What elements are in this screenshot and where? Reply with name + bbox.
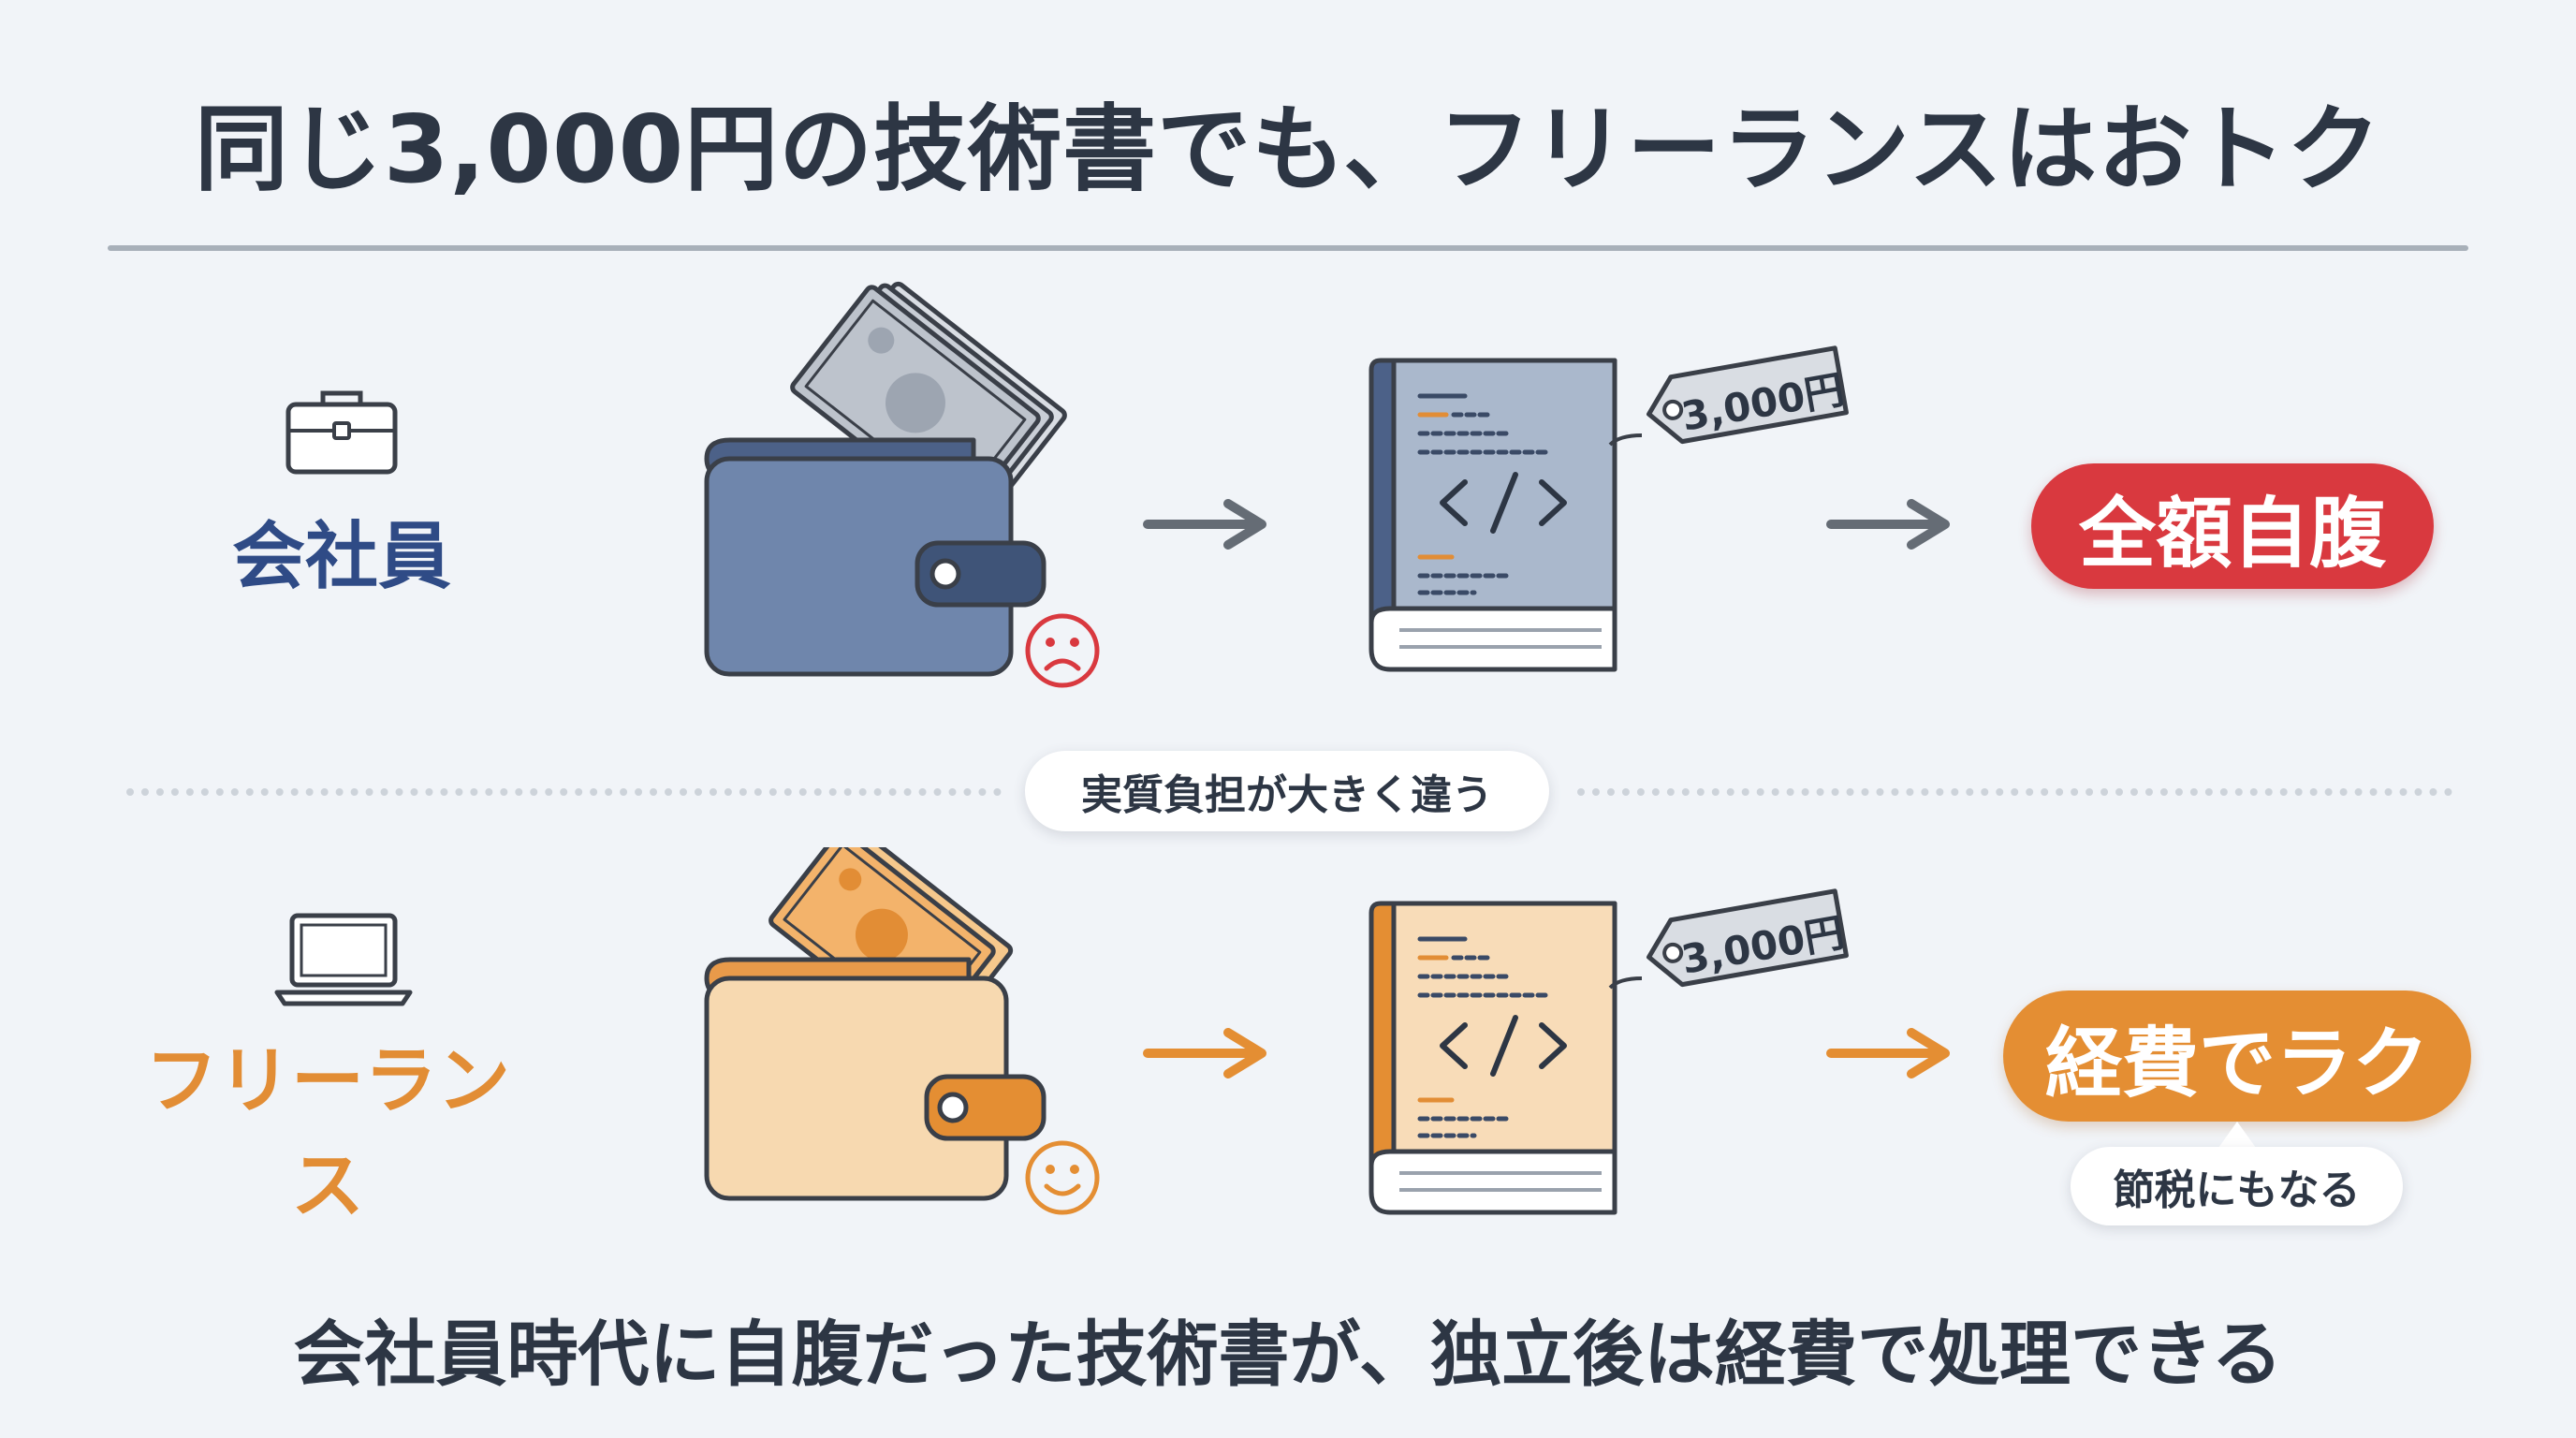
comparison-label: 実質負担が大きく違う (1025, 751, 1549, 831)
role-label-employee: 会社員 (231, 515, 451, 599)
smiley-face-icon (1025, 1140, 1100, 1215)
summary-caption: 会社員時代に自腹だった技術書が、独立後は経費で処理できる (293, 1313, 2283, 1396)
wallet-with-cash-icon (704, 847, 1046, 1201)
laptop-icon (274, 913, 413, 1006)
sad-face-icon (1025, 613, 1100, 688)
dotted-divider-right (1577, 788, 2452, 796)
callout-pointer (2218, 1122, 2256, 1148)
arrow-right-icon (1826, 1028, 1950, 1078)
price-tag-icon (1608, 345, 1849, 447)
dotted-divider-left (126, 788, 1002, 796)
wallet-with-cash-icon (704, 281, 1067, 677)
page-title: 同じ3,000円の技術書でも、フリーランスはおトク (194, 95, 2382, 204)
arrow-right-icon (1143, 1028, 1266, 1078)
tax-saving-callout: 節税にもなる (2071, 1147, 2403, 1225)
briefcase-icon (285, 390, 398, 475)
tech-book-icon (1368, 901, 1617, 1215)
price-tag-icon (1608, 888, 1849, 990)
tech-book-icon (1368, 358, 1617, 672)
arrow-right-icon (1143, 499, 1266, 550)
result-badge-full-self-pay: 全額自腹 (2031, 463, 2434, 589)
arrow-right-icon (1826, 499, 1950, 550)
result-badge-expense-easy: 経費でラク (2003, 990, 2471, 1122)
role-label-freelancer: フリーランス (144, 1039, 510, 1228)
title-divider (108, 245, 2468, 251)
